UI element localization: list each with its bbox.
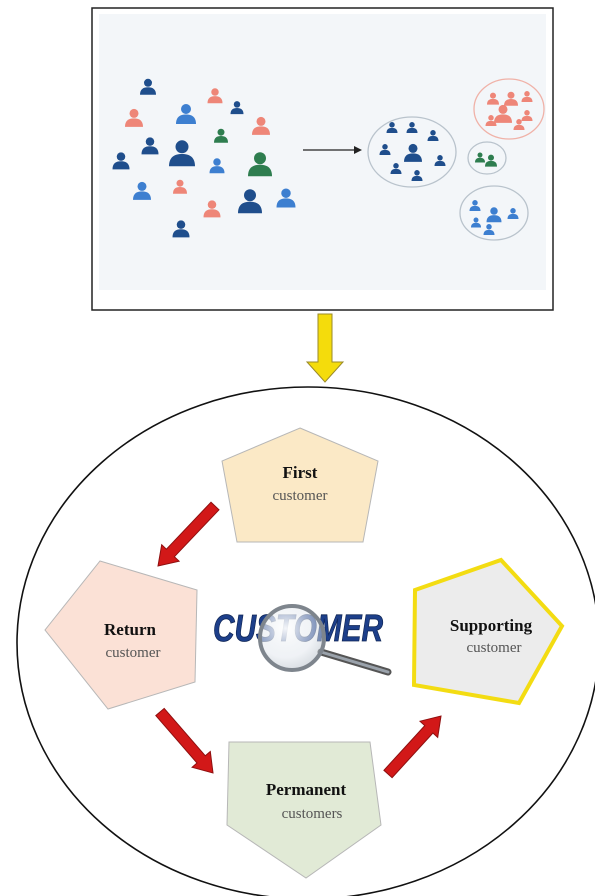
stage-permanent-subtitle: customers	[282, 806, 343, 822]
stage-first-title: First	[283, 463, 318, 482]
stage-permanent-title: Permanent	[266, 780, 347, 799]
cluster-coral	[473, 78, 545, 140]
customer-wordmark: CUSTOMER	[213, 604, 392, 676]
stage-permanent: Permanent customers	[226, 741, 382, 879]
stage-supporting-shape	[411, 557, 565, 706]
customer-lifecycle: First customer Return customer Permanent…	[16, 386, 595, 896]
stage-supporting-title: Supporting	[450, 616, 533, 635]
stage-first: First customer	[221, 427, 379, 543]
stage-return: Return customer	[44, 560, 198, 710]
magnifier-icon	[258, 604, 392, 676]
customer-clusters	[367, 78, 545, 241]
cycle-arrows	[155, 501, 442, 779]
arrow-return-to-permanent-shape	[155, 707, 214, 774]
stage-permanent-shape	[226, 741, 382, 879]
panel-background	[99, 14, 546, 290]
clustering-panel	[91, 7, 554, 311]
cluster-blue	[459, 185, 529, 241]
arrow-first-to-return-shape	[157, 501, 220, 567]
stage-first-subtitle: customer	[273, 488, 328, 504]
stage-first-shape	[221, 427, 379, 543]
stage-supporting-subtitle: customer	[467, 640, 522, 656]
transform-arrow	[303, 146, 362, 154]
stage-return-shape	[44, 560, 198, 710]
yellow-down-arrow	[305, 313, 345, 383]
arrow-permanent-to-supporting-shape	[383, 715, 442, 779]
stage-supporting: Supporting customer	[411, 557, 565, 706]
stage-return-subtitle: customer	[106, 645, 161, 661]
cluster-green	[467, 141, 507, 175]
cluster-dark-blue	[367, 116, 457, 188]
stage-return-title: Return	[104, 620, 156, 639]
